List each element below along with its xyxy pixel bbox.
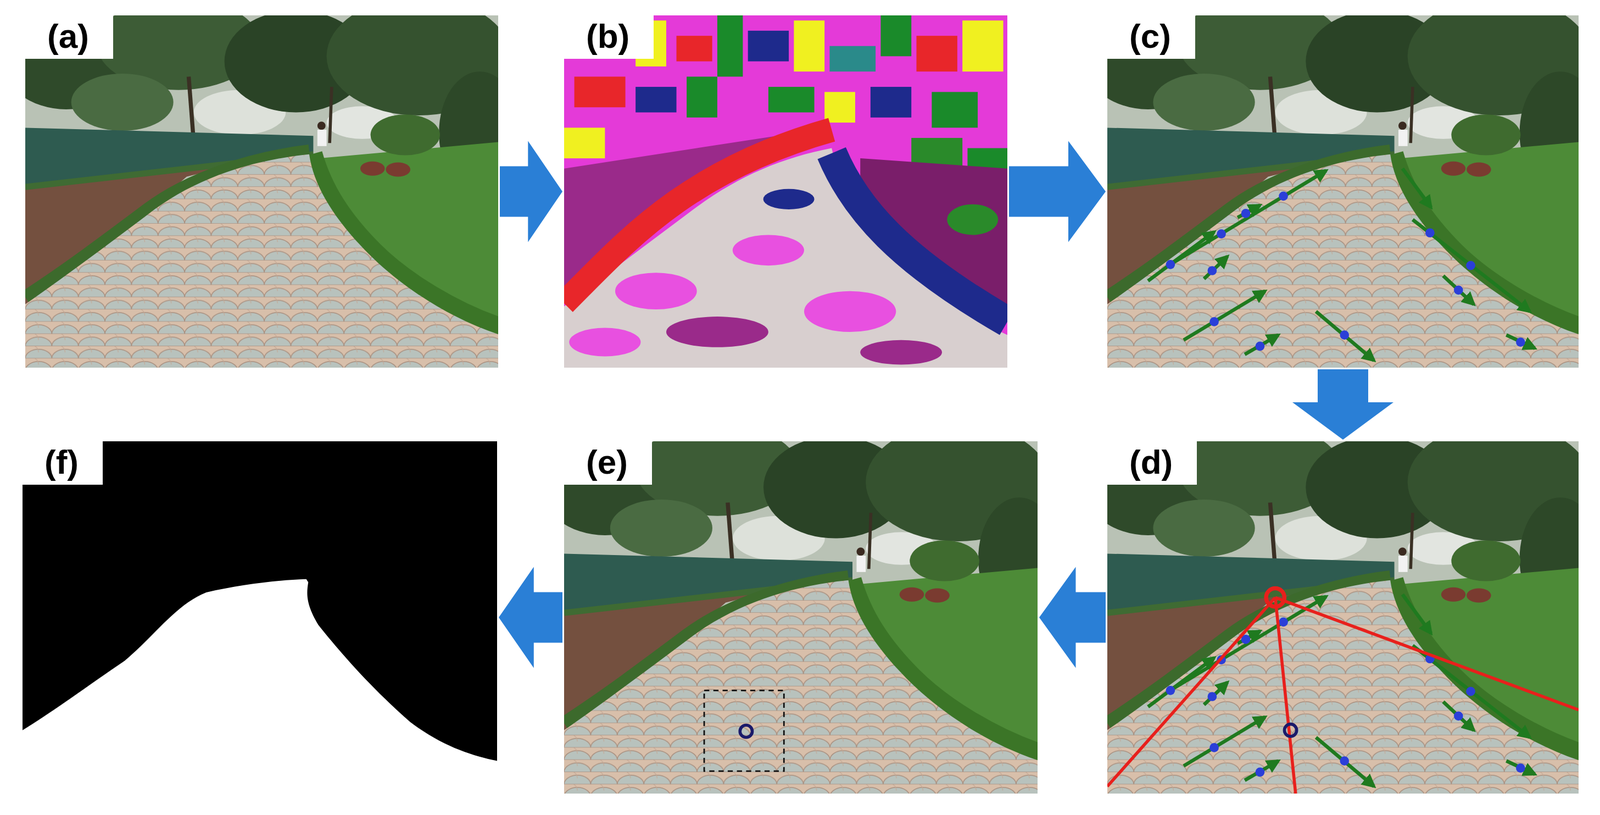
panel-label: (c) (1107, 15, 1196, 59)
image-panel: (d) (1107, 441, 1579, 794)
panel-label: (d) (1107, 441, 1197, 485)
panel-label: (b) (564, 15, 654, 59)
flow-arrow (1039, 566, 1106, 668)
panel-label: (f) (22, 441, 103, 485)
image-panel: (b) (564, 15, 1008, 368)
image-panel: (e) (564, 441, 1038, 794)
flow-arrow (498, 566, 563, 668)
flow-arrow (1292, 369, 1394, 440)
panel-label: (e) (564, 441, 652, 485)
flow-arrow (499, 141, 563, 243)
image-panel: (a) (25, 15, 499, 368)
panel-label: (a) (25, 15, 114, 59)
flow-arrow (1008, 141, 1106, 243)
image-panel: (f) (22, 441, 498, 794)
image-panel: (c) (1107, 15, 1579, 368)
